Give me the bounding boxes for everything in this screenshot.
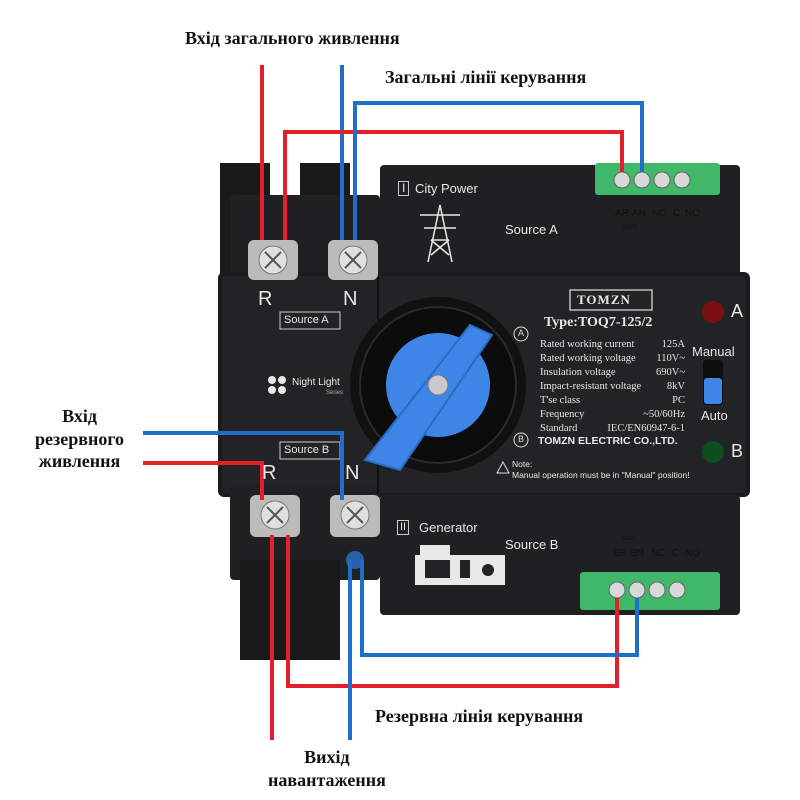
brand-box	[569, 289, 653, 311]
spec-label: Impact-resistant voltage	[540, 381, 642, 392]
spec-row-standard: Standard IEC/EN60947-6-1	[540, 423, 685, 434]
warning-icon	[496, 460, 510, 474]
wire-backup-neutral	[143, 431, 344, 500]
spec-row-class: T'se class PC	[540, 395, 685, 406]
city-power-label: City Power	[415, 181, 478, 196]
indicator-a-label: A	[731, 301, 744, 321]
spec-value: 8kV	[666, 381, 685, 392]
spec-label: Standard	[540, 423, 578, 434]
terminal-top-ar: AR	[615, 208, 629, 219]
note-text: Manual operation must be in "Manual" pos…	[512, 470, 690, 480]
rotary-selector[interactable]	[350, 297, 526, 473]
r-label-top: R	[258, 288, 273, 310]
backup-input-line-1: Вхід	[62, 406, 97, 426]
spec-row-frequency: Frequency ~50/60Hz	[540, 409, 685, 420]
generator-icon	[415, 545, 505, 585]
spec-value: 110V~	[656, 353, 685, 364]
type-label: Type:TOQ7-125/2	[544, 315, 653, 330]
terminal-bottom-br: BR	[613, 548, 627, 559]
indicator-lamp-b	[702, 441, 724, 463]
terminal-top-an: AN	[632, 208, 646, 219]
spec-value: IEC/EN60947-6-1	[607, 423, 685, 434]
wire-backup-live	[143, 461, 264, 500]
manual-label: Manual	[692, 344, 735, 359]
terminal-block-bottom	[580, 572, 720, 610]
backup-control-callout: Резервна лінія керування	[375, 706, 584, 726]
dial-a-marker	[513, 326, 529, 342]
n-label-top: N	[343, 288, 358, 310]
source-a-label: Source A	[505, 222, 558, 237]
source-b-tag: Source B	[284, 444, 330, 456]
wire-backup-control-neutral	[360, 560, 639, 657]
spec-label: Frequency	[540, 409, 585, 420]
dial-a-label: A	[518, 328, 525, 338]
spec-label: Rated working voltage	[540, 353, 636, 364]
spec-label: Insulation voltage	[540, 367, 616, 378]
auto-label: Auto	[701, 408, 728, 423]
spec-value: 690V~	[655, 367, 685, 378]
terminal-top-voltage: 110V	[622, 224, 637, 231]
night-light-label: Night Light	[292, 377, 340, 388]
terminal-top-nc: NC	[652, 208, 667, 219]
wire-main-control-live	[283, 130, 624, 240]
spec-row-insulation: Insulation voltage 690V~	[540, 367, 685, 378]
backup-input-callout: Вхід резервного живлення	[35, 405, 124, 473]
terminal-bottom-c: C	[672, 548, 680, 559]
terminal-bottom-bn: BN	[630, 548, 644, 559]
spec-row-voltage: Rated working voltage 110V~	[540, 353, 685, 364]
backup-input-line-3: живлення	[38, 451, 121, 471]
indicator-b-label: B	[731, 441, 744, 461]
main-input-callout: Вхід загального живлення	[185, 28, 400, 48]
source-a-tag: Source A	[284, 314, 329, 326]
spec-label: T'se class	[540, 395, 581, 406]
n-label-bottom: N	[345, 462, 360, 484]
source-a-tag-box	[279, 311, 341, 330]
company-label: TOMZN ELECTRIC CO.,LTD.	[538, 435, 678, 447]
transmission-tower-icon	[420, 204, 460, 263]
brand-label: TOMZN	[577, 292, 631, 307]
main-control-callout: Загальні лінії керування	[385, 67, 587, 87]
dial-b-label: B	[518, 434, 525, 444]
terminal-block-top	[595, 163, 720, 195]
wire-backup-control-live	[286, 535, 619, 688]
top-screw-terminals	[248, 240, 378, 280]
series-label: Series	[326, 390, 344, 396]
spec-row-current: Rated working current 125A	[540, 339, 685, 350]
bottom-screw-terminals	[250, 495, 380, 569]
city-power-mark: I	[398, 181, 410, 196]
wires	[143, 65, 644, 740]
note-title: Note:	[512, 459, 533, 469]
source-b-label: Source B	[505, 537, 559, 552]
terminal-top-no: NO	[685, 208, 700, 219]
load-output-line-2: навантаження	[268, 769, 386, 790]
terminal-bottom-nc: NC	[651, 548, 666, 559]
load-output-callout: Вихід навантаження	[268, 746, 386, 791]
spec-value: PC	[672, 395, 685, 406]
terminal-bottom-voltage: 110V	[622, 535, 637, 542]
indicator-lamp-a	[702, 301, 724, 323]
spec-row-impact: Impact-resistant voltage 8kV	[540, 381, 685, 392]
generator-mark: II	[397, 520, 410, 535]
generator-label: Generator	[419, 520, 478, 535]
dial-b-marker	[513, 432, 529, 448]
spec-label: Rated working current	[540, 339, 635, 350]
night-light-logo-icon	[268, 376, 286, 394]
wire-main-control-neutral	[353, 101, 644, 240]
manual-auto-switch[interactable]	[703, 360, 723, 405]
spec-value: ~50/60Hz	[643, 409, 685, 420]
backup-input-line-2: резервного	[35, 428, 125, 449]
terminal-bottom-no: NO	[685, 548, 700, 559]
terminal-top-c: C	[673, 208, 681, 219]
spec-value: 125A	[661, 339, 685, 350]
r-label-bottom: R	[262, 462, 277, 484]
load-output-line-1: Вихід	[304, 747, 350, 767]
